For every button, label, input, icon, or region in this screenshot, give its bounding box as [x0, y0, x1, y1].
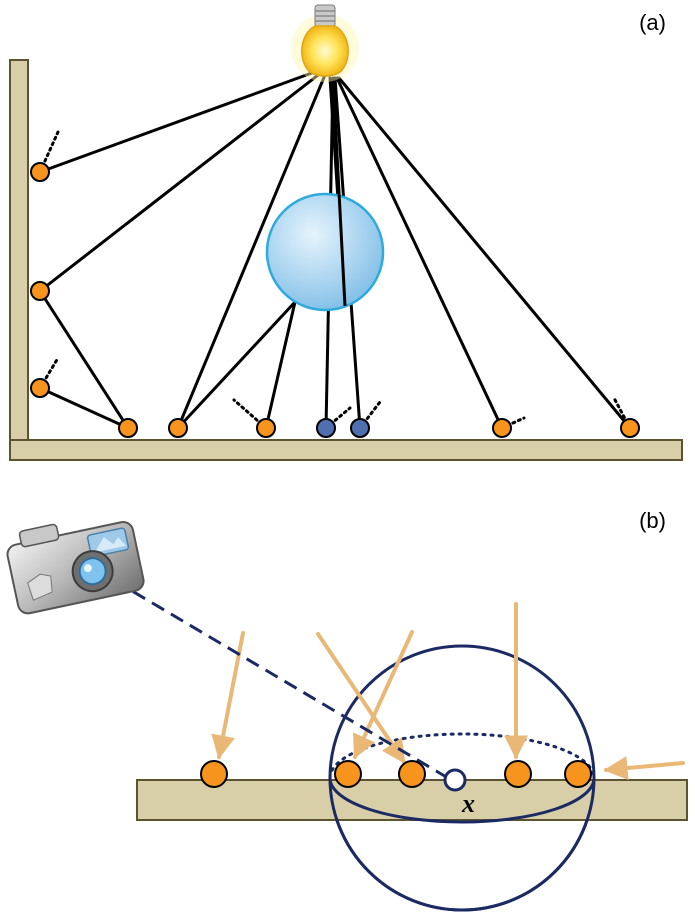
panel-a: (a) — [9, 4, 683, 461]
ray-over-sphere — [331, 77, 347, 307]
stub-floor-point-5 — [500, 416, 526, 430]
floor-point-1 — [118, 418, 138, 438]
floor-point-blue-1 — [316, 418, 336, 438]
panel-b: (b) x — [6, 508, 688, 912]
floor — [9, 439, 683, 461]
ray-to-floor-point-2 — [176, 73, 327, 430]
floor-point-3 — [256, 418, 276, 438]
camera-icon — [6, 520, 145, 615]
surface-point-5 — [564, 760, 592, 788]
light-arrow-5 — [603, 756, 685, 780]
light-arrow-1 — [211, 631, 245, 760]
surface-point-4 — [504, 760, 532, 788]
bounce-sphere-to-floor-3 — [264, 300, 297, 430]
incident-light-arrows — [211, 602, 685, 780]
surface-point-1 — [200, 760, 228, 788]
wall-point-2 — [30, 281, 50, 301]
point-x — [443, 768, 467, 792]
sphere-occluder — [265, 192, 385, 312]
ray-to-wall-point-1 — [38, 68, 322, 174]
hemisphere-lower-arc — [328, 777, 596, 912]
point-x-label: x — [461, 789, 475, 818]
wall-point-1 — [30, 162, 50, 182]
ray-to-floor-point-5 — [335, 76, 504, 430]
bounce-wall-to-floor — [38, 289, 130, 430]
panel-a-label: (a) — [639, 10, 666, 35]
floor-point-blue-2 — [350, 418, 370, 438]
hemisphere-base-front — [328, 777, 596, 824]
light-bulb-icon — [291, 4, 359, 82]
light-arrow-3 — [353, 630, 414, 760]
panel-b-label: (b) — [639, 508, 666, 533]
ray-to-floor-point-6 — [337, 76, 632, 430]
floor-point-6 — [620, 418, 640, 438]
hemisphere-base-back — [328, 732, 596, 780]
bounce-sphere-to-floor-2 — [176, 300, 297, 430]
wall — [9, 59, 29, 446]
light-arrow-2 — [316, 632, 406, 764]
view-ray — [98, 570, 449, 780]
floor-point-5 — [492, 418, 512, 438]
surface-point-2 — [334, 760, 362, 788]
bounce-lower-wall-to-floor — [38, 386, 130, 430]
bounce-rays — [38, 289, 297, 430]
wall-point-3 — [30, 378, 50, 398]
surface-point-3 — [398, 760, 426, 788]
floor-point-2 — [168, 418, 188, 438]
ray-to-wall-point-2 — [38, 70, 324, 293]
